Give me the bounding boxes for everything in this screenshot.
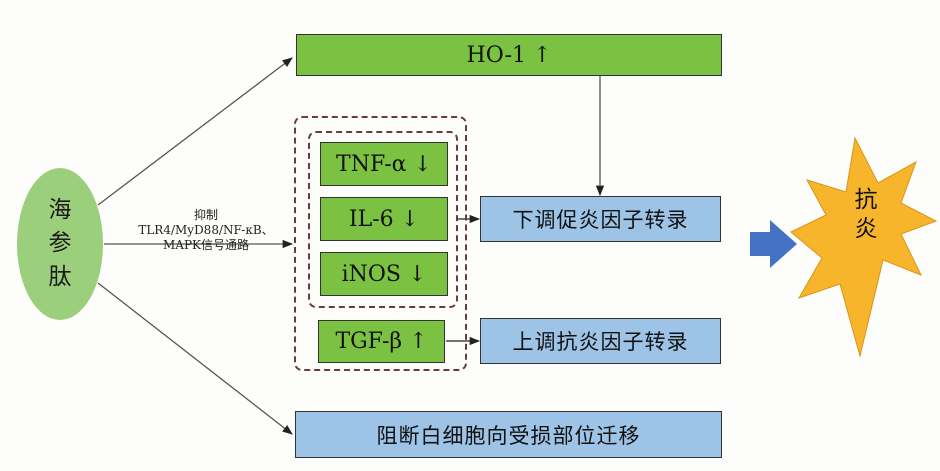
starburst-shape — [790, 136, 938, 358]
cytokine-group-inner — [308, 131, 458, 308]
tnf-alpha-box: TNF-α ↓ — [320, 142, 448, 186]
sea-cucumber-peptide-node: 海 参 肽 — [17, 168, 103, 320]
block-leukocyte-migration-box: 阻断白细胞向受损部位迁移 — [295, 411, 722, 458]
ho1-box: HO-1 ↑ — [296, 34, 722, 76]
edge-to-migration — [97, 282, 293, 435]
result-line-1: 抗 — [854, 187, 878, 213]
inhibit-line-1: 抑制 — [193, 208, 218, 222]
source-line-3: 肽 — [48, 263, 72, 290]
cytokine-group-outer — [294, 116, 467, 371]
big-blue-arrow — [750, 220, 797, 268]
result-line-2: 炎 — [854, 216, 878, 242]
inhibit-line-3: MAPK信号通路 — [163, 238, 249, 252]
inhibit-line-2: TLR4/MyD88/NF-κB、 — [138, 223, 274, 237]
source-line-2: 参 — [48, 230, 72, 257]
upregulate-antiinflammatory-box: 上调抗炎因子转录 — [480, 318, 721, 364]
source-line-1: 海 — [48, 196, 72, 223]
edge-to-ho1 — [97, 57, 293, 206]
anti-inflammation-label: 抗 炎 — [826, 186, 906, 244]
tgf-beta-box: TGF-β ↑ — [318, 320, 445, 363]
inos-box: iNOS ↓ — [320, 252, 448, 296]
il6-box: IL-6 ↓ — [320, 197, 448, 241]
downregulate-proinflammatory-box: 下调促炎因子转录 — [480, 196, 721, 242]
inhibit-pathway-label: 抑制 TLR4/MyD88/NF-κB、 MAPK信号通路 — [120, 208, 292, 253]
